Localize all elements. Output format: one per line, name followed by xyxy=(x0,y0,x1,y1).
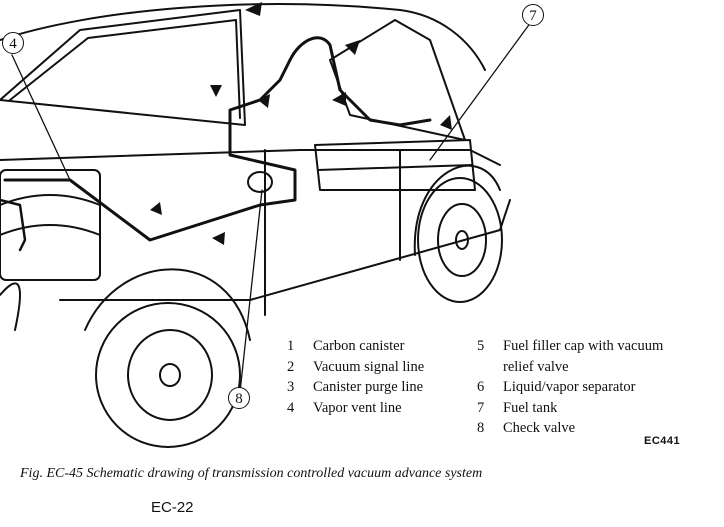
windshield xyxy=(0,9,246,126)
rear-arch xyxy=(413,164,501,256)
callout-4: 4 xyxy=(2,32,24,54)
car-roof-outline xyxy=(0,3,486,71)
callout-8: 8 xyxy=(228,387,250,409)
flow-arrow xyxy=(332,92,346,106)
flow-arrow xyxy=(210,85,222,97)
page-number: EC-22 xyxy=(151,499,194,516)
flow-arrow xyxy=(212,232,225,245)
figure-code: EC441 xyxy=(644,435,681,447)
fuel-tank-shape xyxy=(314,139,476,191)
flow-arrow xyxy=(440,115,452,130)
flow-arrow xyxy=(345,40,360,55)
purge-line-path xyxy=(288,36,432,127)
vapor-system-schematic xyxy=(0,2,532,448)
callout-7: 7 xyxy=(522,4,544,26)
flow-arrow xyxy=(258,94,270,108)
rear-window xyxy=(329,19,466,141)
front-arch xyxy=(84,268,251,341)
engine-block xyxy=(0,169,101,281)
flow-arrow xyxy=(150,202,162,215)
rear-wheel xyxy=(417,177,503,303)
body-rocker xyxy=(59,199,511,301)
figure-caption: Fig. EC-45 Schematic drawing of transmis… xyxy=(20,466,483,481)
body-beltline xyxy=(0,149,501,166)
canister-shape xyxy=(247,171,273,193)
flow-arrow xyxy=(245,2,262,16)
front-wheel xyxy=(95,302,241,448)
signal-line-path xyxy=(0,198,27,252)
vapor-line-path xyxy=(3,58,297,242)
windshield-inner xyxy=(9,19,241,119)
legend-item-continued: relief valve xyxy=(503,358,569,375)
